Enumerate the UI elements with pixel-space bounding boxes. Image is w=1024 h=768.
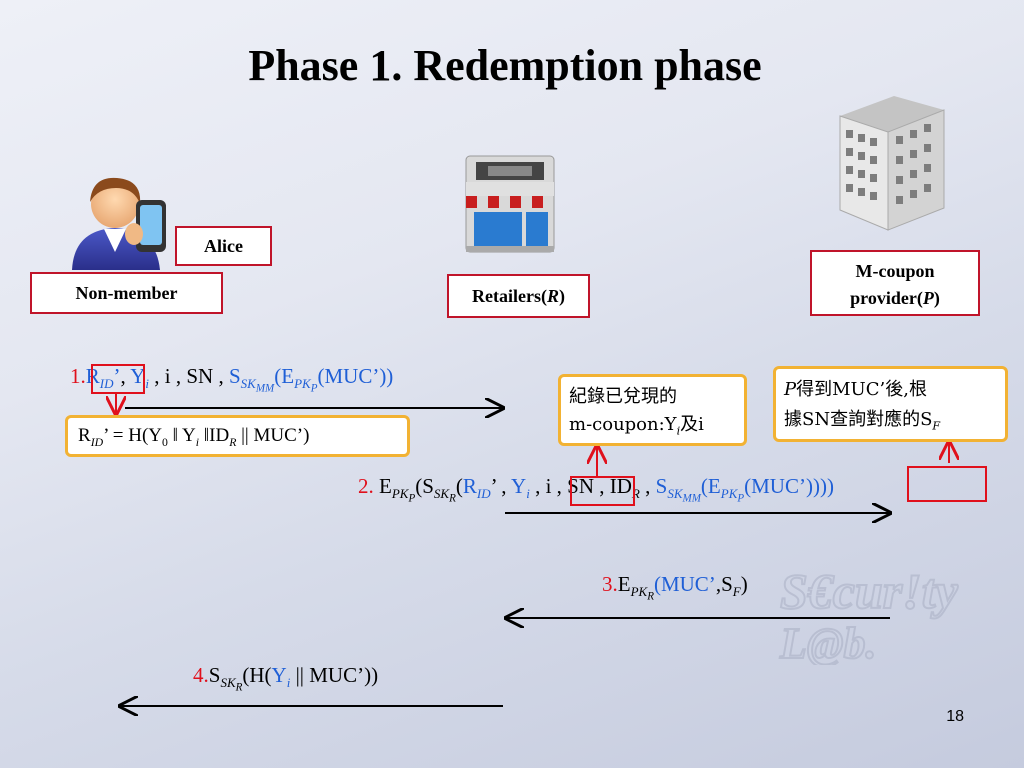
page-title: Phase 1. Redemption phase [248, 41, 762, 90]
message-4: 4.SSKR(H(Yi || MUC’)) [193, 663, 379, 694]
retailer-label: Retailers(R) [447, 274, 590, 318]
message-3: 3.EPKR(MUC’,SF) [602, 572, 748, 603]
provider-label-line1: M-coupon [855, 261, 935, 281]
building-icon [839, 96, 945, 231]
retailer-note: 紀錄已兌現的 m-coupon:Yi及i [558, 374, 747, 446]
page-number: 18 [946, 708, 964, 725]
svg-text:L@b.: L@b. [779, 619, 877, 665]
provider-label: M-coupon provider(P) [810, 250, 980, 316]
svg-text:S€cur!ty: S€cur!ty [780, 563, 959, 619]
alice-label: Alice [175, 226, 272, 266]
message-1: 1.RID’, Yi , i , SN , SSKMM(EPKP(MUC’)) [70, 364, 394, 395]
security-lab-logo: S€cur!ty L@b. [778, 562, 960, 665]
provider-label-line2: provider(P) [850, 288, 940, 308]
yi-highlight [570, 476, 635, 506]
rid-definition-note: RID’ = H(Y0 ǁ Yi ǁIDR || MUC’) [65, 415, 410, 457]
nonmember-label: Non-member [30, 272, 223, 314]
muc-highlight [907, 466, 987, 502]
person-with-phone-icon [72, 177, 166, 270]
message-2: 2. EPKP(SSKR(RID’ , Yi , i , SN , IDR , … [358, 474, 834, 505]
rid-highlight-1 [91, 364, 145, 394]
store-icon [465, 155, 555, 253]
provider-note: P得到MUC’後,根 據SN查詢對應的SF [773, 366, 1008, 442]
